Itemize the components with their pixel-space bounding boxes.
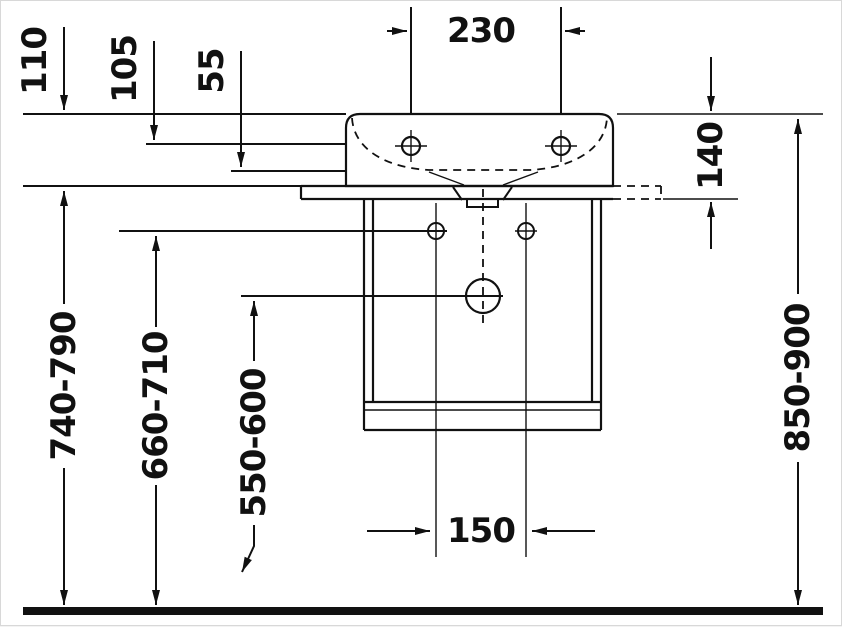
floor-line — [23, 607, 823, 615]
dim-150: 150 — [367, 511, 595, 551]
dim-740-790: 740-790 — [23, 185, 301, 605]
upper-left-reference-lines — [23, 113, 346, 172]
dim-140-label: 140 — [691, 122, 731, 190]
console-plate — [299, 184, 662, 201]
drain-hole — [464, 189, 502, 323]
dim-850-900-label: 850-900 — [778, 303, 818, 452]
washbasin — [344, 112, 615, 208]
tap-hole-right — [545, 130, 577, 162]
fixing-holes — [427, 203, 537, 557]
dim-850-900: 850-900 — [778, 119, 818, 605]
dim-105-label: 105 — [105, 35, 145, 103]
dim-110-label: 110 — [15, 27, 55, 95]
dim-105: 105 — [105, 35, 158, 140]
dim-110: 110 — [15, 27, 68, 110]
dim-55: 55 — [192, 48, 245, 167]
dim-550-600: 550-600 — [234, 295, 503, 573]
dim-740-790-label: 740-790 — [44, 311, 84, 460]
dim-140: 140 — [691, 57, 731, 249]
tap-centerlines — [410, 7, 562, 114]
dim-660-710: 660-710 — [119, 230, 447, 605]
dim-230: 230 — [387, 11, 585, 51]
dim-150-label: 150 — [447, 511, 515, 551]
dim-660-710-label: 660-710 — [136, 331, 176, 480]
pedestal-panel — [362, 199, 603, 432]
dim-550-600-label: 550-600 — [234, 368, 274, 517]
right-reference-lines — [617, 113, 823, 200]
dim-230-label: 230 — [447, 11, 515, 51]
dim-55-label: 55 — [192, 48, 232, 93]
tap-hole-left — [395, 130, 427, 162]
